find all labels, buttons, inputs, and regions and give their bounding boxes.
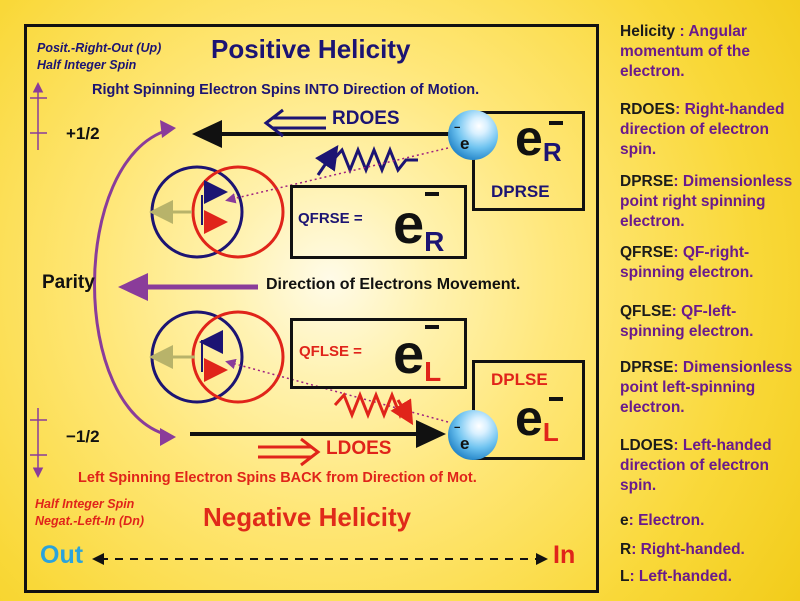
el-overbar-bottom bbox=[549, 397, 563, 401]
posit-label-1: Posit.-Right-Out (Up) bbox=[37, 41, 162, 55]
dprse-box bbox=[472, 111, 585, 211]
legend-item-ldoes: LDOES: Left-handed direction of electron… bbox=[620, 437, 772, 494]
top-motion-arrowhead bbox=[192, 120, 222, 148]
qflse-label: QFLSE = bbox=[299, 343, 362, 360]
el-symbol-bottom: eL bbox=[515, 390, 559, 447]
el-symbol-middle: eL bbox=[393, 322, 442, 387]
legend-item-l: L: Left-handed. bbox=[620, 568, 732, 585]
minus-half-label: −1/2 bbox=[66, 427, 100, 446]
rdoes-double-arrow bbox=[263, 108, 326, 138]
el-overbar-middle bbox=[425, 325, 439, 329]
diagram-frame bbox=[24, 24, 599, 593]
legend-item-r: R: Right-handed. bbox=[620, 541, 745, 558]
qf-circle-red-bottom bbox=[191, 310, 285, 404]
legend-item-e: e: Electron. bbox=[620, 512, 705, 529]
in-label: In bbox=[553, 541, 576, 569]
legend-item-dplse: DPRSE: Dimensionless point left-spinning… bbox=[620, 359, 793, 416]
plus-half-label: +1/2 bbox=[66, 124, 100, 143]
posit-label-2: Half Integer Spin bbox=[37, 58, 137, 72]
er-symbol-middle: eR bbox=[393, 192, 445, 257]
er-overbar-top bbox=[549, 121, 563, 125]
right-spin-caption: Right Spinning Electron Spins INTO Direc… bbox=[92, 82, 480, 98]
negative-helicity-title: Negative Helicity bbox=[203, 502, 412, 532]
dplse-label: DPLSE bbox=[491, 370, 548, 389]
left-spin-caption: Left Spinning Electron Spins BACK from D… bbox=[78, 470, 477, 486]
out-label: Out bbox=[40, 541, 84, 569]
parity-curve bbox=[93, 128, 169, 437]
negat-label-1: Half Integer Spin bbox=[35, 497, 135, 511]
positive-helicity-title: Positive Helicity bbox=[211, 34, 411, 64]
legend-item-qflse: QFLSE: QF-left-spinning electron. bbox=[620, 303, 754, 340]
qfrse-label: QFRSE = bbox=[298, 210, 363, 227]
qfrse-box bbox=[290, 185, 467, 259]
electron-ball-top: e− bbox=[448, 110, 498, 160]
electron-ball-bottom: e− bbox=[448, 410, 498, 460]
qf-circle-red-top bbox=[191, 165, 285, 259]
left-spin-zigzag bbox=[333, 390, 406, 420]
qflse-box bbox=[290, 318, 467, 389]
legend-item-qfrse: QFRSE: QF-right-spinning electron. bbox=[620, 244, 754, 281]
legend-item-rdoes: RDOES: Right-handed direction of electro… bbox=[620, 101, 785, 158]
parity-label: Parity bbox=[42, 272, 95, 293]
legend-item-helicity: Helicity : Angular momentum of the elect… bbox=[620, 23, 751, 80]
ldoes-double-arrow bbox=[258, 437, 321, 467]
negat-label-2: Negat.-Left-In (Dn) bbox=[35, 514, 145, 528]
er-symbol-top: eR bbox=[515, 110, 562, 167]
dprse-label: DPRSE bbox=[491, 182, 550, 201]
er-overbar-middle bbox=[425, 192, 439, 196]
direction-label: Direction of Electrons Movement. bbox=[266, 276, 521, 293]
right-spin-zigzag bbox=[331, 145, 418, 175]
legend-item-dprse: DPRSE: Dimensionless point right spinnin… bbox=[620, 173, 793, 230]
rdoes-label: RDOES bbox=[332, 108, 400, 129]
ldoes-label: LDOES bbox=[326, 438, 392, 459]
